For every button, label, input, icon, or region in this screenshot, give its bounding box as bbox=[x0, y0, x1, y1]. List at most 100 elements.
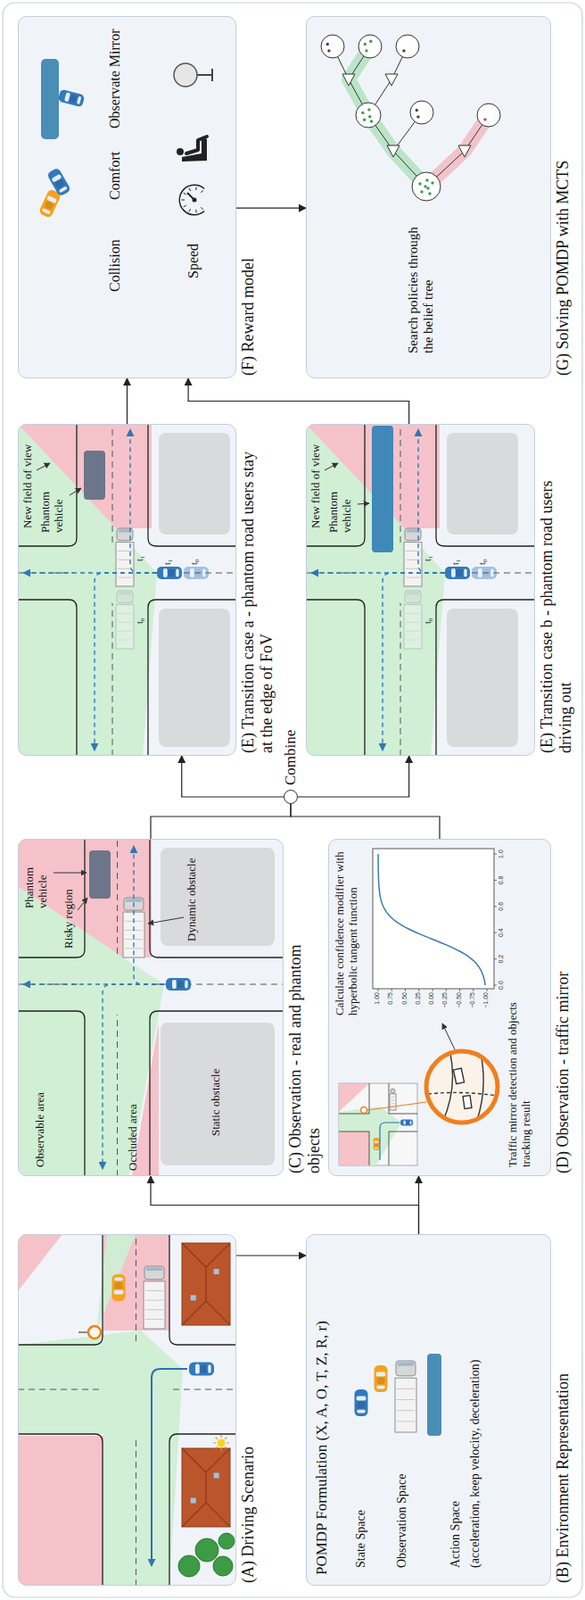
belief-node bbox=[321, 34, 345, 58]
drawing-part bbox=[115, 542, 134, 586]
drawing-part bbox=[200, 206, 203, 210]
drawing-part bbox=[388, 1130, 418, 1165]
drawing-part bbox=[361, 1106, 368, 1113]
drawing-part bbox=[205, 1471, 206, 1502]
drawing-part bbox=[455, 568, 462, 577]
drawing-part bbox=[181, 199, 186, 201]
drawing-part bbox=[217, 1438, 226, 1447]
flow-arrow bbox=[126, 378, 128, 424]
panel-fill bbox=[328, 838, 552, 1176]
drawing-part bbox=[205, 1501, 231, 1526]
car-icon bbox=[354, 1388, 369, 1416]
drawing-part bbox=[402, 49, 405, 52]
panel-fill bbox=[305, 423, 536, 756]
region-area bbox=[17, 838, 152, 957]
drawing-part bbox=[194, 568, 201, 577]
annotation-label: Traffic mirror detection and objects tra… bbox=[506, 1001, 534, 1167]
car-icon bbox=[471, 566, 497, 579]
drawing-part bbox=[494, 984, 497, 986]
drawing-part bbox=[205, 1266, 206, 1301]
drawing-group bbox=[338, 848, 498, 1165]
drawing-part bbox=[338, 1082, 418, 1165]
truck-icon bbox=[395, 1359, 417, 1432]
axis-tick-label: −1.00 bbox=[482, 991, 490, 1019]
drawing-part bbox=[117, 550, 132, 552]
house-icon bbox=[181, 1242, 231, 1325]
drawing-part bbox=[189, 1361, 215, 1376]
panel-box: (A) Driving Scenario bbox=[17, 1233, 237, 1585]
drawing-part bbox=[400, 602, 402, 756]
drawing-part bbox=[148, 599, 237, 756]
drawing-part bbox=[181, 1300, 206, 1325]
drawing-part bbox=[356, 1395, 367, 1401]
drawing-part bbox=[426, 1050, 498, 1122]
phantom-vehicle bbox=[83, 450, 106, 500]
drawing-part bbox=[214, 1471, 220, 1477]
drawing-part bbox=[432, 988, 434, 991]
drawing-part bbox=[172, 979, 177, 989]
drawing-part bbox=[125, 898, 142, 901]
drawing-part bbox=[117, 621, 132, 623]
panel-caption: (E) Transition case b - phantom road use… bbox=[537, 449, 575, 753]
drawing-part bbox=[490, 568, 494, 577]
leader-line bbox=[442, 1022, 455, 1049]
drawing-part bbox=[377, 1375, 386, 1384]
drawing-part bbox=[373, 1140, 379, 1143]
annotation-label: Observable area bbox=[33, 1091, 48, 1167]
panel-fill bbox=[17, 1233, 237, 1585]
drawing-part bbox=[173, 1388, 237, 1390]
drawing-part bbox=[326, 42, 330, 46]
planned-path bbox=[382, 572, 445, 750]
drawing-part bbox=[494, 957, 497, 959]
ego-route bbox=[151, 1367, 188, 1566]
drawing-part bbox=[205, 1447, 231, 1472]
drawing-part bbox=[76, 96, 83, 106]
panel-caption: (A) Driving Scenario bbox=[238, 1287, 258, 1582]
planned-path bbox=[418, 428, 445, 573]
drawing-part bbox=[195, 209, 198, 213]
flow-arrow bbox=[418, 1175, 420, 1234]
drawing-part bbox=[17, 1433, 103, 1585]
car-icon bbox=[165, 977, 191, 990]
drawing-part bbox=[356, 1408, 366, 1413]
drawing-part bbox=[197, 74, 213, 76]
drawing-part bbox=[444, 566, 470, 579]
drawing-part bbox=[445, 988, 447, 991]
drawing-part bbox=[17, 1233, 103, 1344]
drawing-part bbox=[207, 1363, 211, 1373]
drawing-part bbox=[145, 1289, 164, 1291]
drawing-part bbox=[396, 1387, 415, 1389]
annotation-label: Calculate confidence modifier with hyper… bbox=[333, 840, 361, 1015]
drawing-part bbox=[391, 1102, 395, 1104]
drawing-part bbox=[426, 186, 429, 190]
drawing-part bbox=[403, 542, 422, 586]
axis-tick-label: 0.50 bbox=[401, 991, 409, 1019]
drawing-part bbox=[403, 604, 422, 649]
drawing-group bbox=[321, 34, 501, 201]
annotation-label: Static obstacle bbox=[209, 1068, 223, 1136]
drawing-part bbox=[68, 94, 77, 104]
drawing-part bbox=[367, 1101, 427, 1110]
drawing-part bbox=[189, 188, 190, 191]
drawing-part bbox=[114, 1277, 124, 1281]
flow-arrow bbox=[236, 1253, 306, 1255]
drawing-part bbox=[183, 192, 187, 195]
drawing-part bbox=[145, 1308, 164, 1310]
drawing-part bbox=[426, 1050, 498, 1122]
lane-marking bbox=[305, 423, 536, 756]
speedometer-icon bbox=[179, 184, 206, 216]
drawing-part bbox=[374, 1146, 379, 1149]
drawing-part bbox=[390, 1087, 396, 1093]
merge-label: Combine bbox=[281, 729, 300, 785]
merge-circle: Combine bbox=[283, 789, 298, 804]
road-edge bbox=[17, 1233, 237, 1585]
axis-tick-label: 0.00 bbox=[428, 991, 436, 1019]
drawing-part bbox=[135, 1233, 137, 1341]
car-icon bbox=[444, 566, 470, 579]
drawing-part bbox=[338, 1130, 370, 1165]
drawing-part bbox=[400, 423, 402, 543]
flow-arrow bbox=[181, 755, 284, 797]
annotation-label: New field of view bbox=[309, 444, 323, 528]
drawing-part bbox=[173, 63, 198, 87]
drawing-part bbox=[181, 1447, 206, 1472]
